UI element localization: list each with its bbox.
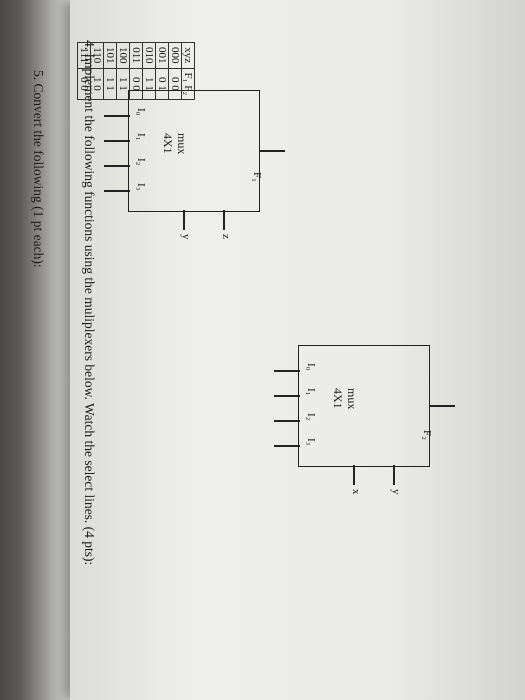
- cell-output: 1 1: [103, 68, 117, 100]
- mux-1-input-line: [104, 115, 130, 117]
- cell-input: 110: [90, 42, 104, 68]
- mux-1-sublabel: mux: [175, 133, 189, 155]
- mux-2-input-i0: I₀: [305, 363, 317, 371]
- mux-2-input-line: [274, 395, 300, 397]
- mux-2-input-i2: I₂: [305, 413, 317, 421]
- cell-input: 111: [77, 42, 91, 68]
- mux-2-select-y: y: [390, 489, 402, 495]
- mux-2-select-x: x: [350, 489, 362, 495]
- mux-2-input-line: [274, 445, 300, 447]
- mux-1-select-line: [183, 210, 185, 230]
- mux-1-input-i1: I₁: [135, 133, 147, 141]
- header-xyz: xyz: [181, 42, 195, 68]
- mux-2-select-line: [393, 465, 395, 485]
- mux-2-box: [298, 345, 430, 467]
- mux-1-select-y: y: [180, 234, 192, 240]
- cell-input: 010: [142, 42, 156, 68]
- mux-2-sublabel: mux: [345, 388, 359, 410]
- mux-1-select-line: [223, 210, 225, 230]
- mux-1-input-line: [104, 190, 130, 192]
- mux-1-output-line: [260, 150, 285, 152]
- cell-input: 100: [116, 42, 130, 68]
- mux-2-input-line: [274, 420, 300, 422]
- mux-2-input-i1: I₁: [305, 388, 317, 396]
- cell-input: 101: [103, 42, 117, 68]
- cell-input: 001: [155, 42, 169, 68]
- mux-1-input-i0: I₀: [135, 108, 147, 116]
- mux-1-input-line: [104, 165, 130, 167]
- mux-2-input-i3: I₃: [305, 438, 317, 446]
- cell-output: 0 0: [77, 68, 91, 100]
- mux-1-label: 4X1: [161, 133, 175, 154]
- cell-input: 000: [168, 42, 182, 68]
- mux-1-select-z: z: [220, 234, 232, 239]
- mux-2-input-line: [274, 370, 300, 372]
- mux-2-label: 4X1: [331, 388, 345, 409]
- cell-output: 1 0: [90, 68, 104, 100]
- mux-1-input-i3: I₃: [135, 183, 147, 191]
- question-4-text: 4. Implement the following functions usi…: [82, 40, 97, 566]
- mux-2-output-line: [430, 405, 455, 407]
- cell-input: 011: [129, 42, 143, 68]
- paper-sheet: [70, 0, 525, 700]
- mux-2-select-line: [353, 465, 355, 485]
- mux-1-output-label: F₁: [251, 172, 263, 182]
- mux-1-input-i2: I₂: [135, 158, 147, 166]
- mux-1-box: [128, 90, 260, 212]
- mux-1-input-line: [104, 140, 130, 142]
- mux-2-output-label: F₂: [421, 430, 433, 440]
